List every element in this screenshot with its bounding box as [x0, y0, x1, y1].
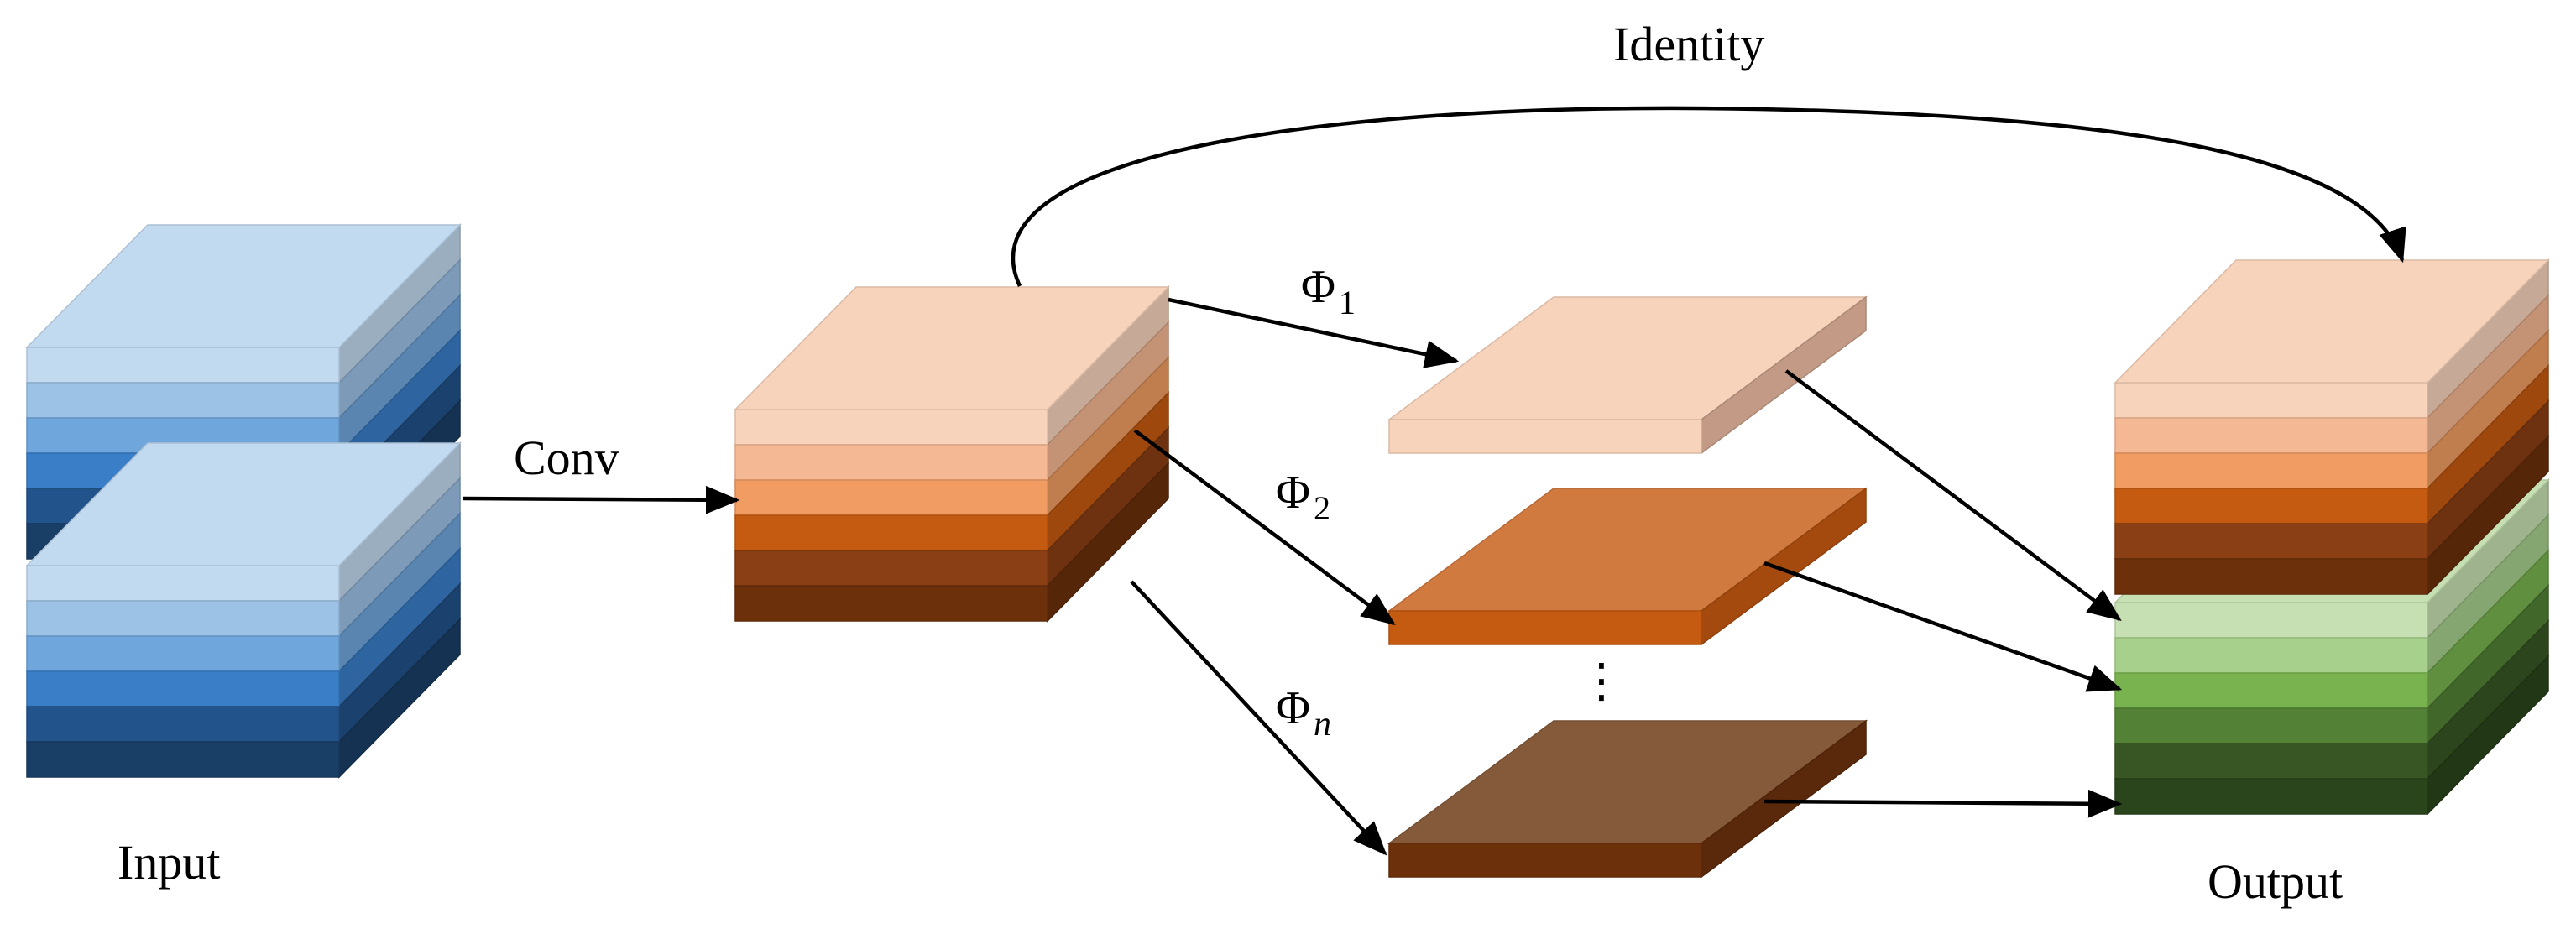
layer-front-2 [734, 444, 1048, 481]
block-top-face [2114, 259, 2550, 384]
phi-n-subscript: n [1314, 705, 1331, 744]
layer-front-1 [2114, 602, 2428, 639]
layer-front-4 [2114, 488, 2428, 524]
output-label: Output [2208, 854, 2343, 909]
block-top-face [734, 286, 1170, 410]
ghost-1-to-output-arrow [1784, 369, 2122, 622]
ghost-n-to-output-arrow [1763, 789, 2123, 818]
slab-front-face [1388, 843, 1702, 878]
phi-1-subscript: 1 [1339, 284, 1356, 321]
ghost-feature-map-n [1387, 719, 1868, 879]
layer-front-5 [2114, 523, 2428, 560]
slab-front-face [1388, 610, 1702, 645]
phi-1-symbol: Φ [1301, 261, 1335, 313]
conv-label: Conv [514, 430, 619, 485]
layer-front-5 [2114, 743, 2428, 780]
input-label: Input [118, 835, 220, 890]
ellipsis: ⋮ [1578, 654, 1625, 708]
phi-n-arrow [1130, 580, 1387, 856]
intrinsic-feature-map [734, 285, 1170, 623]
ghost-feature-map-1 [1387, 295, 1868, 455]
phi-2-subscript: 2 [1314, 489, 1330, 527]
layer-front-5 [26, 706, 340, 743]
layer-front-4 [26, 670, 340, 707]
input-feature-map-lower [25, 441, 462, 779]
ghost-2-to-output-arrow [1763, 561, 2123, 692]
block-top-face [25, 224, 462, 348]
layer-front-2 [2114, 637, 2428, 674]
layer-front-3 [2114, 672, 2428, 709]
phi-2-arrow [1133, 429, 1396, 626]
layer-front-6 [734, 585, 1048, 622]
layer-front-3 [734, 479, 1048, 516]
layer-front-1 [2114, 382, 2428, 419]
conv-arrow [462, 485, 740, 514]
block-top-face [25, 442, 462, 566]
phi-n-symbol: Φ [1276, 682, 1310, 734]
layer-front-3 [2114, 452, 2428, 489]
slab-front-face [1388, 419, 1702, 454]
layer-front-6 [2114, 558, 2428, 595]
identity-label: Identity [1613, 17, 1764, 71]
layer-front-3 [26, 635, 340, 672]
layer-front-1 [26, 347, 340, 384]
layer-front-2 [2114, 417, 2428, 454]
layer-front-6 [2114, 778, 2428, 815]
layer-front-4 [734, 514, 1048, 551]
layer-front-4 [2114, 707, 2428, 744]
layer-front-5 [734, 550, 1048, 587]
phi-1-arrow [1168, 297, 1460, 368]
phi-n-label: Φn [1276, 682, 1331, 744]
layer-front-1 [734, 409, 1048, 446]
output-identity-features [2114, 258, 2550, 596]
layer-front-6 [26, 741, 340, 778]
phi-2-symbol: Φ [1276, 467, 1310, 519]
layer-front-2 [26, 600, 340, 637]
layer-front-2 [26, 382, 340, 419]
layer-front-1 [26, 565, 340, 602]
ghost-feature-map-2 [1387, 487, 1868, 646]
identity-arrow [1011, 106, 2406, 287]
